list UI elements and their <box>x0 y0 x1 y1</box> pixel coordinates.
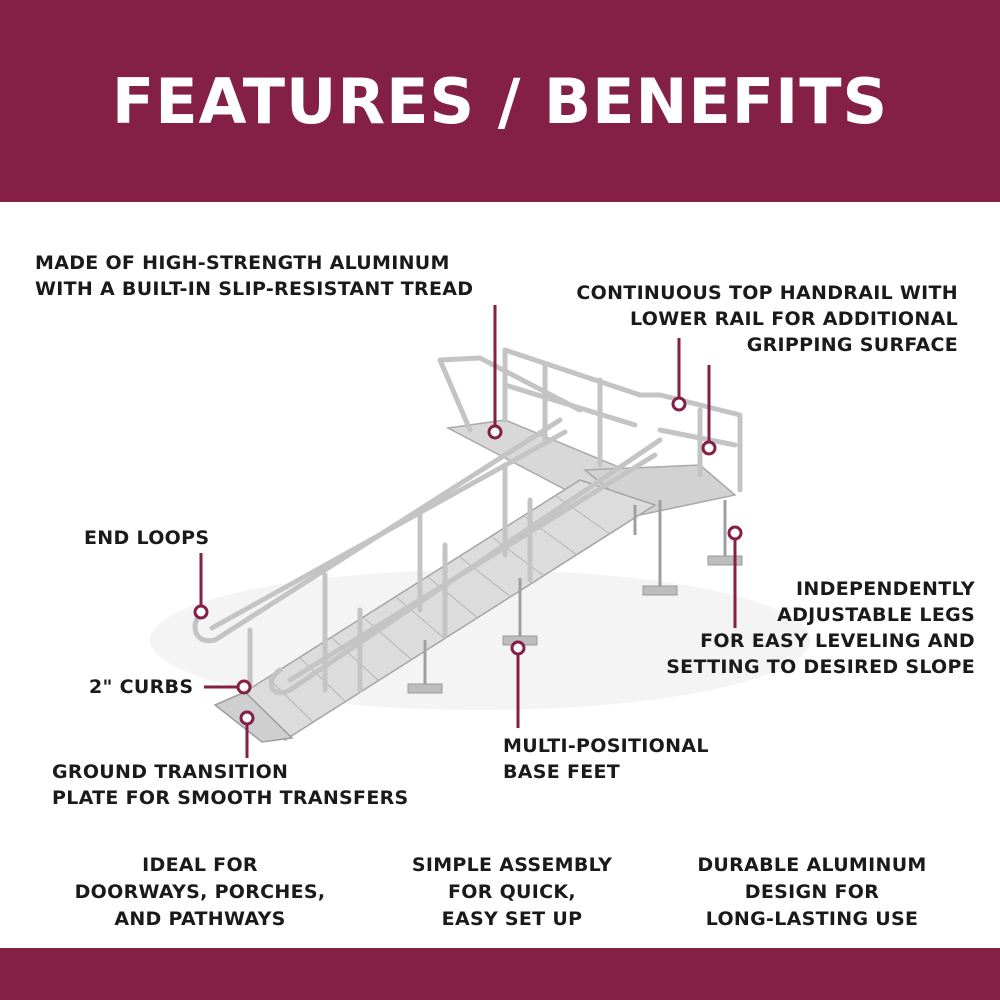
support-legs <box>423 500 727 688</box>
callout-legs: INDEPENDENTLY ADJUSTABLE LEGS FOR EASY L… <box>666 578 975 678</box>
base-feet <box>407 555 743 694</box>
header-banner: FEATURES / BENEFITS <box>0 0 1000 202</box>
benefit-ideal-for: IDEAL FOR DOORWAYS, PORCHES, AND PATHWAY… <box>74 854 326 930</box>
footer-banner <box>0 948 1000 1000</box>
callout-dot <box>701 440 717 456</box>
callout-dot <box>236 679 252 695</box>
callout-leaders <box>193 305 743 758</box>
callout-dot <box>727 525 743 541</box>
callout-aluminum: MADE OF HIGH-STRENGTH ALUMINUM WITH A BU… <box>35 252 474 300</box>
benefit-durable-aluminum: DURABLE ALUMINUM DESIGN FOR LONG-LASTING… <box>697 854 927 930</box>
callout-dot <box>487 424 503 440</box>
callout-curbs: 2" CURBS <box>89 676 194 698</box>
callout-dot <box>193 604 209 620</box>
callout-dot <box>239 710 255 726</box>
page-title: FEATURES / BENEFITS <box>111 64 889 138</box>
callout-end-loops: END LOOPS <box>84 527 210 549</box>
callout-transition-plate: GROUND TRANSITION PLATE FOR SMOOTH TRANS… <box>52 761 409 809</box>
callout-base-feet: MULTI-POSITIONAL BASE FEET <box>503 735 709 783</box>
callout-dot <box>510 640 526 656</box>
callout-handrail: CONTINUOUS TOP HANDRAIL WITH LOWER RAIL … <box>576 282 958 356</box>
callout-dot <box>671 396 687 412</box>
benefit-simple-assembly: SIMPLE ASSEMBLY FOR QUICK, EASY SET UP <box>411 854 613 930</box>
